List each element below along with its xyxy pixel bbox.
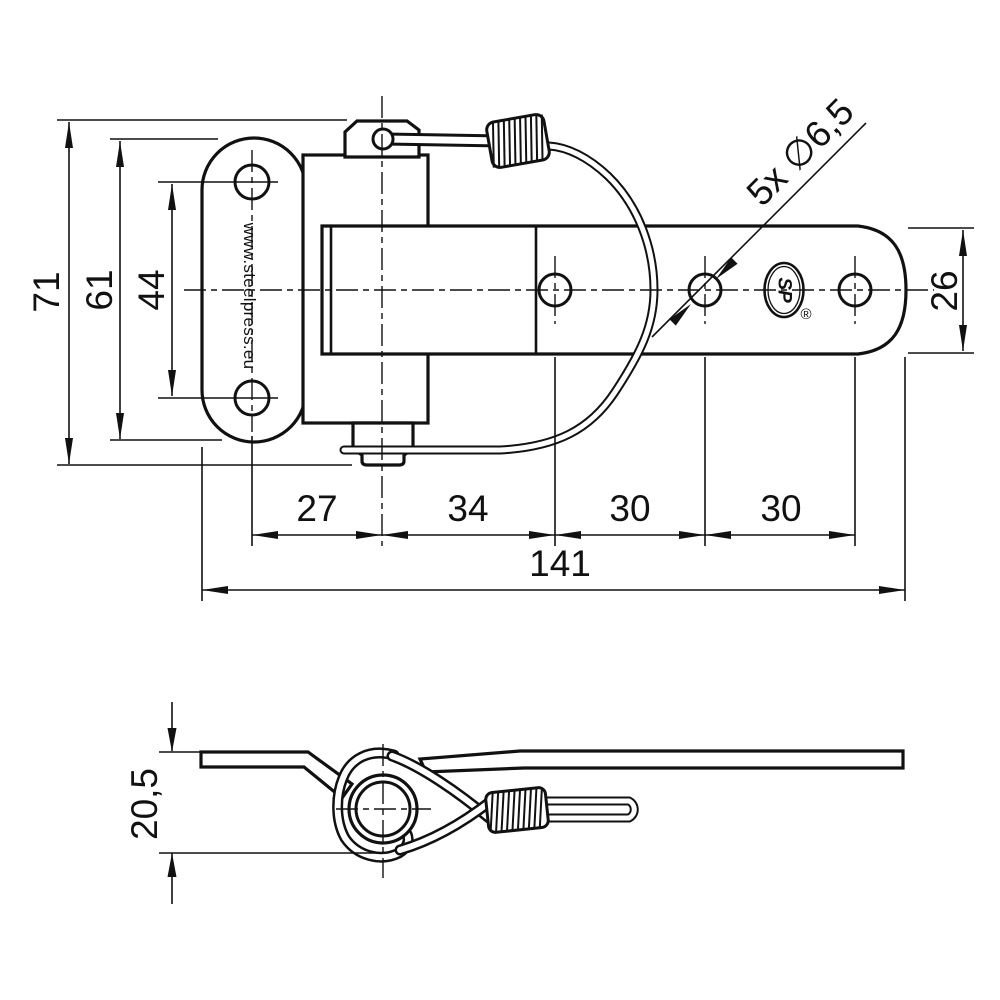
extension-lines [57, 119, 974, 854]
hinge-pin-bottom [351, 421, 415, 467]
dim-label-34: 34 [447, 488, 488, 529]
spring-wire-top [379, 132, 509, 148]
dim-overall-length: 141 [202, 543, 905, 594]
dim-30b: 30 [705, 488, 855, 539]
dim-plate-height: 61 [79, 141, 124, 439]
dim-label-26: 26 [924, 270, 965, 311]
holes-callout-label: 5x ∅6,5 [739, 91, 862, 214]
coil-spring-top [485, 113, 551, 169]
side-spring-legs [538, 796, 639, 823]
dim-plate-hole-spacing: 44 [131, 184, 176, 396]
dim-side-height: 20,5 [124, 702, 177, 904]
side-view [199, 747, 905, 863]
dim-strap-width: 26 [924, 230, 967, 351]
coil-spring-side [484, 786, 550, 834]
dim-27: 27 [252, 488, 382, 539]
dim-label-27: 27 [296, 488, 337, 529]
brand-text: www.steelpress.eu [240, 222, 259, 370]
dim-label-141: 141 [529, 543, 591, 584]
pin-wire-eye [371, 127, 395, 151]
dimensions: 71 61 44 26 27 34 30 30 [26, 91, 967, 904]
dim-label-71: 71 [26, 271, 67, 312]
dim-label-205: 20,5 [124, 768, 165, 840]
dim-34: 34 [382, 488, 555, 539]
dim-label-30a: 30 [609, 488, 650, 529]
centerlines [184, 96, 934, 878]
dim-30a: 30 [555, 488, 705, 539]
dim-overall-height: 71 [26, 122, 73, 464]
dim-label-30b: 30 [760, 488, 801, 529]
side-plate-bar [199, 750, 355, 801]
registered-mark: ® [800, 306, 811, 323]
dim-label-61: 61 [79, 269, 120, 310]
side-spring-curl [332, 747, 497, 863]
side-strap-bar [417, 749, 905, 774]
spring-wire-loop [339, 141, 659, 455]
dim-label-44: 44 [131, 269, 172, 310]
